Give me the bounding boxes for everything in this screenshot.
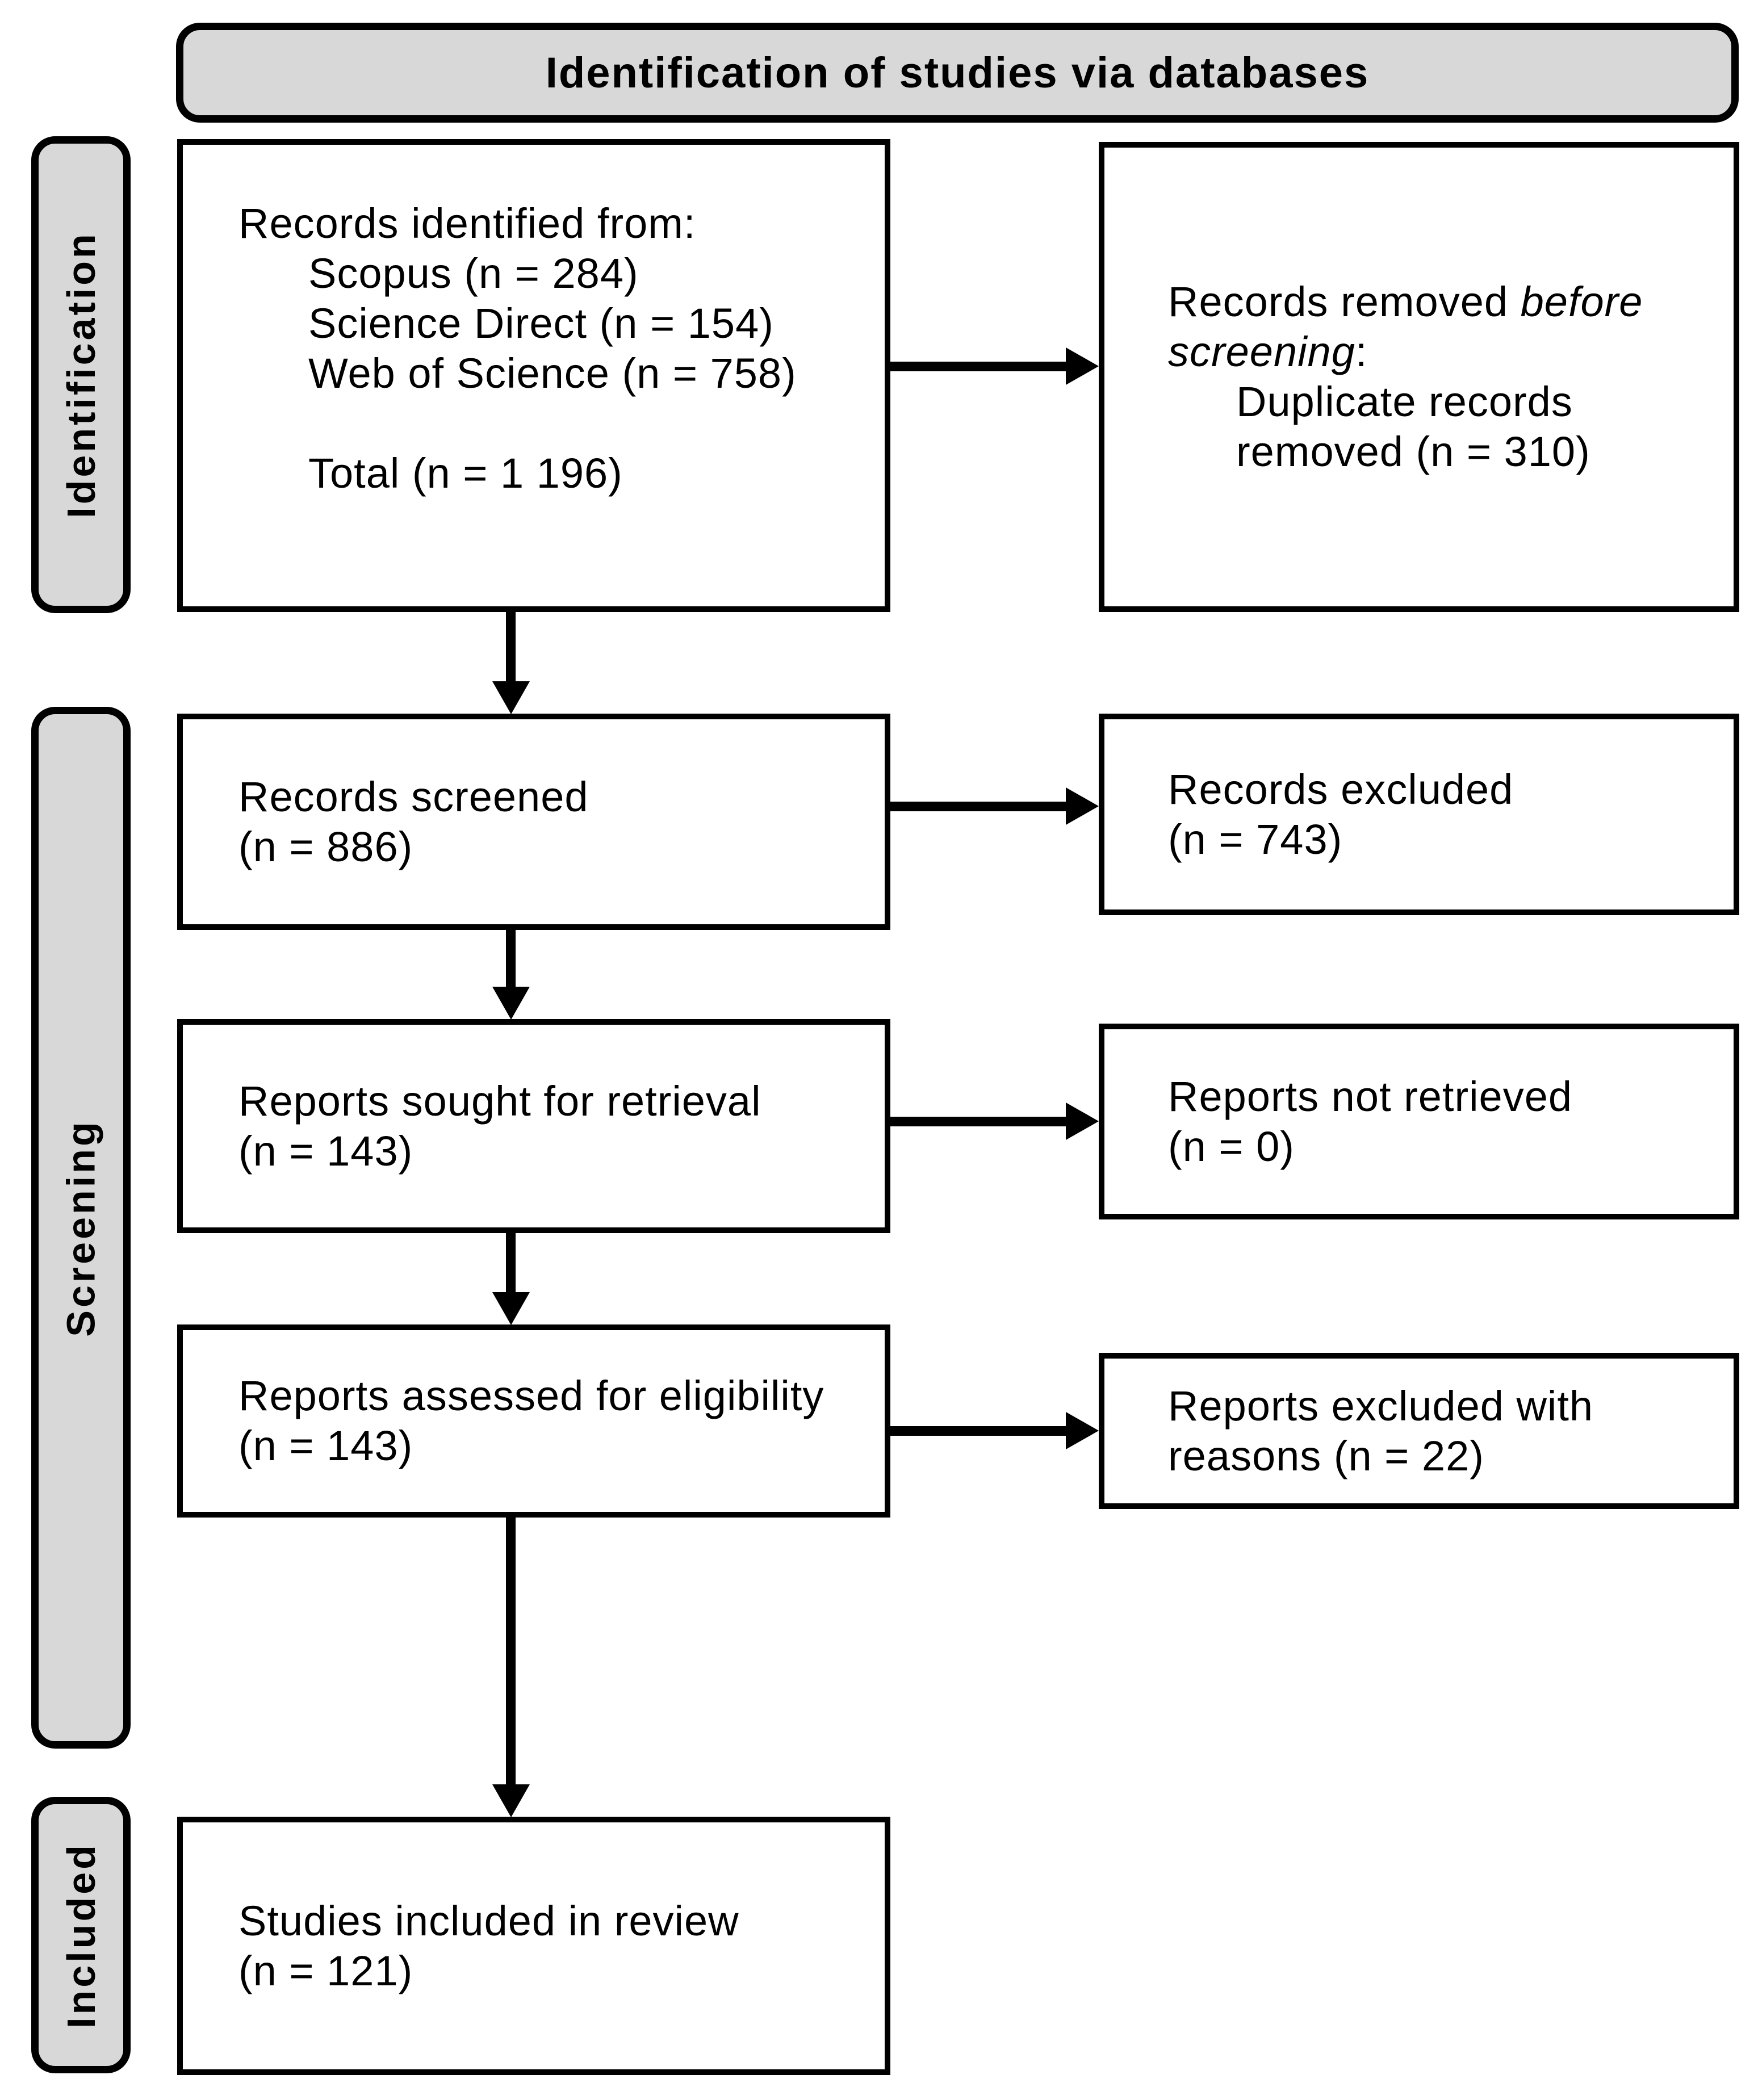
stage-label-identification-text: Identification	[58, 231, 103, 518]
source-science-direct: Science Direct (n = 154)	[308, 300, 774, 347]
box-reports-not-retrieved: Reports not retrieved (n = 0)	[1099, 1024, 1739, 1219]
box-reports-sought: Reports sought for retrieval (n = 143)	[177, 1019, 890, 1233]
reports-excluded-reasons-line1: Reports excluded with	[1168, 1382, 1594, 1430]
stage-label-included: Included	[31, 1797, 131, 2073]
arrowhead-right-icon	[1066, 347, 1099, 385]
box-records-removed: Records removed before screening: Duplic…	[1099, 142, 1739, 612]
reports-sought-count: (n = 143)	[238, 1127, 413, 1175]
blank-line	[238, 399, 862, 448]
reports-sought-label: Reports sought for retrieval	[238, 1077, 761, 1125]
page-title: Identification of studies via databases	[545, 48, 1370, 97]
duplicate-records-line2: removed (n = 310)	[1236, 428, 1590, 475]
box-reports-excluded-reasons: Reports excluded with reasons (n = 22)	[1099, 1353, 1739, 1509]
arrowhead-right-icon	[1066, 1103, 1099, 1140]
box-records-identified: Records identified from: Scopus (n = 284…	[177, 139, 890, 612]
records-screened-label: Records screened	[238, 773, 589, 820]
box-studies-included: Studies included in review (n = 121)	[177, 1817, 890, 2075]
records-identified-total: Total (n = 1 196)	[308, 450, 623, 497]
records-excluded-label: Records excluded	[1168, 765, 1514, 813]
stage-label-screening: Screening	[31, 707, 131, 1749]
records-removed-line1: Records removed before	[1168, 278, 1643, 325]
box-reports-assessed: Reports assessed for eligibility (n = 14…	[177, 1324, 890, 1518]
stage-label-identification: Identification	[31, 136, 131, 613]
arrowhead-right-icon	[1066, 787, 1099, 825]
records-excluded-count: (n = 743)	[1168, 815, 1343, 863]
stage-label-included-text: Included	[58, 1842, 103, 2028]
reports-assessed-label: Reports assessed for eligibility	[238, 1372, 824, 1419]
studies-included-label: Studies included in review	[238, 1897, 739, 1944]
arrowhead-down-icon	[492, 1292, 530, 1325]
arrowhead-down-icon	[492, 681, 530, 714]
box-records-screened: Records screened (n = 886)	[177, 714, 890, 930]
box-records-excluded: Records excluded (n = 743)	[1099, 714, 1739, 915]
stage-label-screening-text: Screening	[58, 1118, 103, 1337]
reports-assessed-count: (n = 143)	[238, 1422, 413, 1469]
reports-excluded-reasons-line2: reasons (n = 22)	[1168, 1432, 1484, 1479]
records-removed-line2: screening:	[1168, 328, 1368, 375]
arrowhead-down-icon	[492, 987, 530, 1020]
reports-not-retrieved-label: Reports not retrieved	[1168, 1072, 1573, 1120]
studies-included-count: (n = 121)	[238, 1947, 413, 1994]
reports-not-retrieved-count: (n = 0)	[1168, 1122, 1295, 1170]
arrowhead-down-icon	[492, 1784, 530, 1817]
source-web-of-science: Web of Science (n = 758)	[308, 350, 797, 397]
duplicate-records-line1: Duplicate records	[1236, 378, 1573, 425]
records-screened-count: (n = 886)	[238, 823, 413, 870]
source-scopus: Scopus (n = 284)	[308, 250, 639, 297]
header-bar: Identification of studies via databases	[176, 23, 1739, 123]
arrowhead-right-icon	[1066, 1412, 1099, 1449]
records-identified-intro: Records identified from:	[238, 200, 696, 247]
